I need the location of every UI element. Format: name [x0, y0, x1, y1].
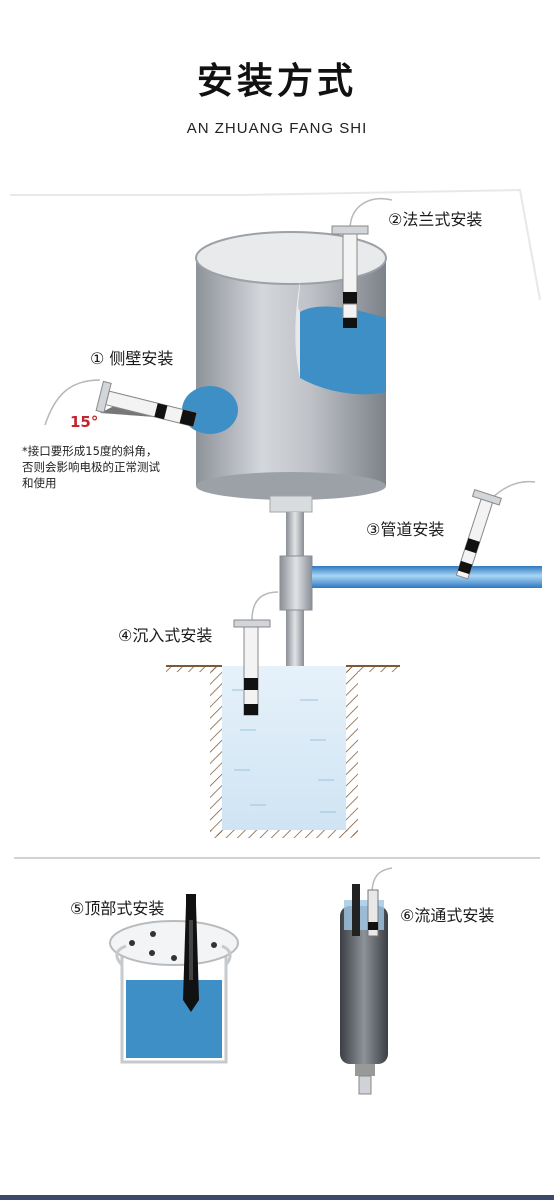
label-submersible-mount: ④沉入式安装 [118, 626, 213, 645]
note-line: *接口要形成15度的斜角， [22, 444, 158, 458]
label-flow-through-mount: ⑥流通式安装 [400, 906, 495, 925]
label-pipe-mount: ③管道安装 [366, 520, 445, 539]
angle-label: 15° [70, 413, 99, 431]
flange-probe [331, 198, 393, 328]
note-line: 否则会影响电极的正常测试 [22, 460, 160, 474]
pipe-probe [455, 480, 536, 580]
page-title: 安装方式 [196, 61, 357, 102]
top-mount-tank [109, 894, 239, 1064]
flow-cell [340, 867, 393, 1095]
submersible-probe [233, 591, 279, 716]
side-wall-probe [44, 379, 198, 428]
label-flange-mount: ②法兰式安装 [388, 210, 483, 229]
horizontal-pipe [312, 566, 542, 588]
installation-note: *接口要形成15度的斜角， 否则会影响电极的正常测试 和使用 [22, 443, 160, 491]
note-line: 和使用 [22, 476, 57, 490]
label-top-mount: ⑤顶部式安装 [70, 899, 165, 918]
tank [182, 231, 387, 513]
label-side-wall-mount: ① 侧壁安装 [90, 349, 174, 368]
pit [166, 665, 400, 838]
page-subtitle: AN ZHUANG FANG SHI [186, 120, 368, 137]
bottom-bar [0, 1195, 554, 1200]
